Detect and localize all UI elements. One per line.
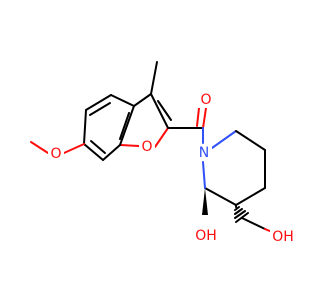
bond-c4-c5-double xyxy=(89,102,111,116)
ring-hydroxyl-label: OH xyxy=(195,228,217,244)
carbonyl-o-label: O xyxy=(200,92,211,108)
bond-c3a-c4 xyxy=(110,94,135,107)
bond-c7-c7a xyxy=(102,144,121,161)
bond-c5-c6 xyxy=(83,109,87,145)
bond-n-c2p xyxy=(211,130,237,149)
bond-c2p-c3p xyxy=(235,130,266,151)
bond-o1-c7a xyxy=(119,144,140,147)
bond-c2-o1 xyxy=(154,127,169,148)
bond-c4p-c5p xyxy=(235,187,266,206)
bond-c2-c3 xyxy=(150,93,169,129)
bond-ch2-c xyxy=(241,217,266,230)
methoxy-o-label: O xyxy=(50,146,61,162)
bond-c6-c7-double xyxy=(90,140,106,154)
bond-carbonyl-o-double xyxy=(196,107,200,127)
bond-methyl xyxy=(150,61,158,95)
bond-c6-c7 xyxy=(83,143,104,161)
bond-c3a-c7a xyxy=(119,105,135,146)
amide-n-label: N xyxy=(199,145,209,161)
bond-c3a-c7a-inner xyxy=(119,112,130,140)
wedge-bond xyxy=(202,188,208,215)
ring-o-label: O xyxy=(141,139,152,155)
bond-c2-c3-double xyxy=(157,100,172,121)
molecule-svg: O O O N OH OH xyxy=(30,61,294,245)
bond-c5-methoxy-o xyxy=(63,143,85,154)
bond-c5p-c6p xyxy=(204,187,237,206)
bond-c6p-n xyxy=(202,161,206,189)
chain-hydroxyl-label: OH xyxy=(272,229,294,245)
bond-methoxy-o-ch3 xyxy=(30,141,49,154)
bond-c3-c3a xyxy=(133,93,152,107)
molecule-structure-diagram: O O O N OH OH xyxy=(30,61,294,245)
bond-carbonyl-o xyxy=(202,107,207,129)
bond-c4-c5 xyxy=(85,94,112,111)
